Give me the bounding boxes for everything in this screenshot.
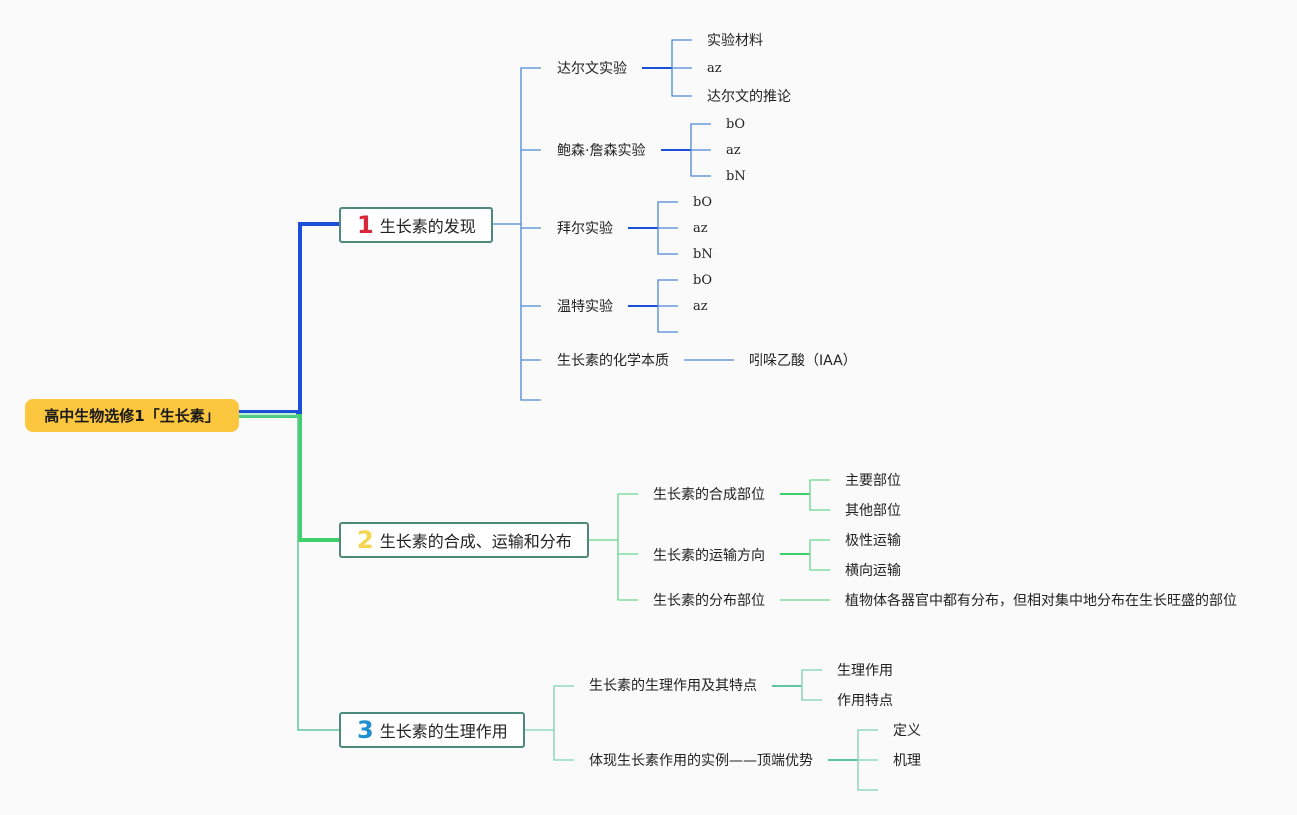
leaf-iaa[interactable]: 吲哚乙酸（IAA） xyxy=(749,353,857,369)
leaf-went-1[interactable]: bO xyxy=(693,273,712,288)
branch-1-node[interactable]: 1 生长素的发现 xyxy=(339,207,493,243)
branch-1-label: 生长素的发现 xyxy=(379,217,476,236)
leaf-paal-1[interactable]: bO xyxy=(693,195,712,210)
leaf-darwin-1[interactable]: 实验材料 xyxy=(707,33,763,49)
topic-went[interactable]: 温特实验 xyxy=(557,299,613,315)
topic-synthesis-site[interactable]: 生长素的合成部位 xyxy=(653,487,765,503)
topic-physiological-role[interactable]: 生长素的生理作用及其特点 xyxy=(589,678,757,694)
branch-3-number: 3 xyxy=(357,716,374,744)
leaf-darwin-3[interactable]: 达尔文的推论 xyxy=(707,89,791,105)
branch-3-label: 生长素的生理作用 xyxy=(379,722,508,741)
leaf-definition[interactable]: 定义 xyxy=(893,723,921,739)
leaf-paal-3[interactable]: bN xyxy=(693,247,713,262)
leaf-function-features[interactable]: 作用特点 xyxy=(837,693,893,709)
branch-2-node[interactable]: 2 生长素的合成、运输和分布 xyxy=(339,522,589,558)
branch-1-number: 1 xyxy=(357,211,374,239)
leaf-boysen-2[interactable]: az xyxy=(726,143,741,158)
leaf-lateral-transport[interactable]: 横向运输 xyxy=(845,563,901,579)
leaf-boysen-1[interactable]: bO xyxy=(726,117,745,132)
leaf-darwin-2[interactable]: az xyxy=(707,61,722,76)
topic-transport-direction[interactable]: 生长素的运输方向 xyxy=(653,548,765,564)
topic-paal[interactable]: 拜尔实验 xyxy=(557,221,613,237)
topic-boysen-jensen[interactable]: 鲍森·詹森实验 xyxy=(557,143,646,159)
topic-distribution-site[interactable]: 生长素的分布部位 xyxy=(653,593,765,609)
branch-2-label: 生长素的合成、运输和分布 xyxy=(379,532,572,551)
leaf-boysen-3[interactable]: bN xyxy=(726,169,746,184)
root-node[interactable]: 高中生物选修1「生长素」 xyxy=(25,399,239,432)
topic-chemical-nature[interactable]: 生长素的化学本质 xyxy=(557,353,669,369)
leaf-main-site[interactable]: 主要部位 xyxy=(845,473,901,489)
branch-2-number: 2 xyxy=(357,526,374,554)
topic-apical-dominance[interactable]: 体现生长素作用的实例——顶端优势 xyxy=(589,753,813,769)
leaf-distribution[interactable]: 植物体各器官中都有分布，但相对集中地分布在生长旺盛的部位 xyxy=(845,593,1237,609)
leaf-other-site[interactable]: 其他部位 xyxy=(845,503,901,519)
leaf-polar-transport[interactable]: 极性运输 xyxy=(845,533,901,549)
leaf-went-2[interactable]: az xyxy=(693,299,708,314)
leaf-paal-2[interactable]: az xyxy=(693,221,708,236)
root-label: 高中生物选修1「生长素」 xyxy=(44,407,220,425)
leaf-physiological-function[interactable]: 生理作用 xyxy=(837,663,893,679)
branch-3-node[interactable]: 3 生长素的生理作用 xyxy=(339,712,525,748)
topic-darwin[interactable]: 达尔文实验 xyxy=(557,61,627,77)
leaf-mechanism[interactable]: 机理 xyxy=(893,753,921,769)
